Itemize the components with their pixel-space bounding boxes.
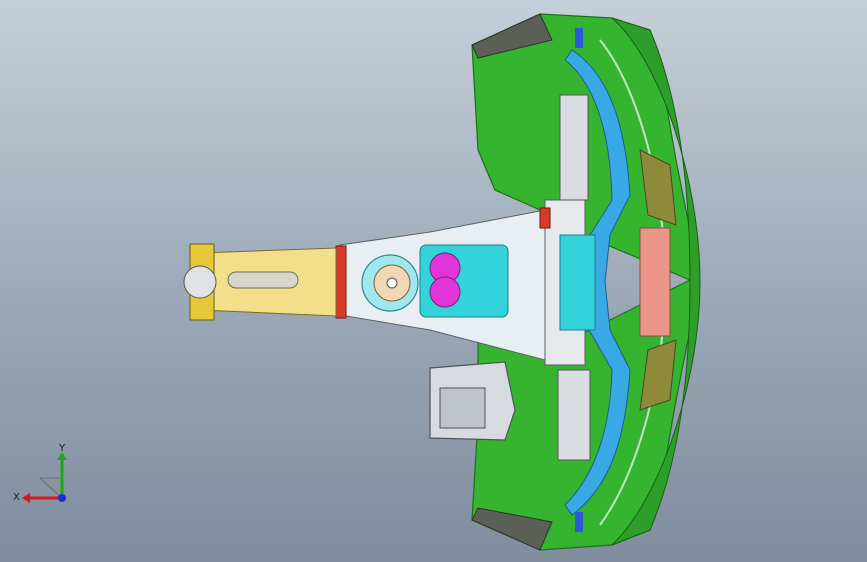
cyan-bracket — [559, 234, 596, 331]
upper-pad — [639, 149, 677, 226]
lower-mechanism — [557, 369, 591, 461]
y-axis-label: Y — [58, 443, 66, 454]
cyan-block — [419, 244, 509, 318]
motor-detail — [439, 387, 486, 429]
z-axis-dot — [58, 494, 66, 502]
magenta-lobe-bottom — [429, 276, 461, 308]
upper-mechanism — [559, 94, 589, 201]
clip-top — [575, 28, 583, 48]
axis-triad-icon: Y X — [10, 440, 80, 510]
lower-dark-tip — [471, 507, 553, 551]
outer-rim — [611, 17, 701, 546]
red-bracket-center — [539, 207, 551, 229]
blue-frame — [564, 49, 631, 516]
lower-pad — [639, 339, 677, 411]
red-bracket-left — [335, 245, 347, 319]
upper-dark-tip — [471, 13, 553, 59]
hub-center — [386, 277, 398, 289]
arm-end-disc — [183, 265, 217, 299]
arm-slot — [227, 271, 299, 289]
x-axis-label: X — [13, 492, 20, 503]
clip-bottom — [575, 512, 583, 532]
center-panel — [639, 227, 671, 337]
